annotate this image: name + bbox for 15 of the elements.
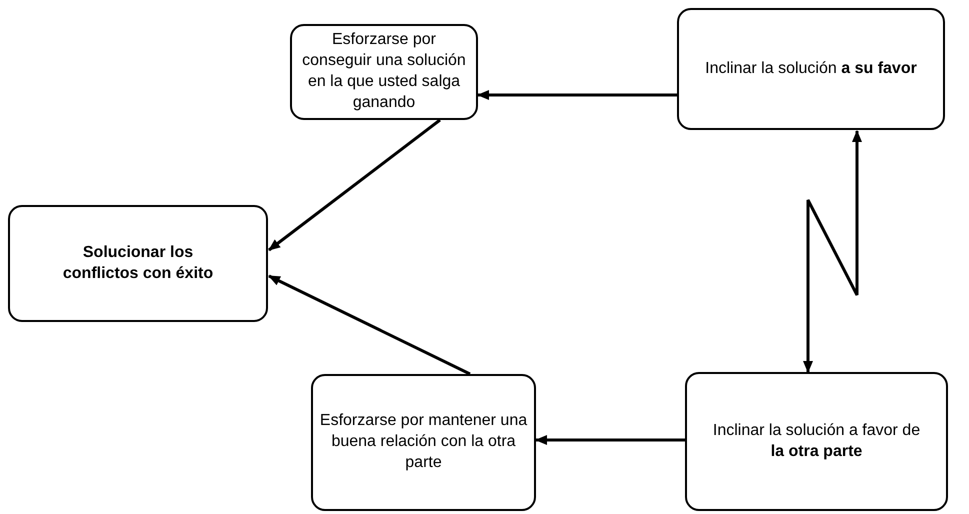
- rounded-box: [311, 374, 536, 511]
- rounded-box: [290, 24, 478, 120]
- arrow: [535, 435, 685, 445]
- arrow: [477, 90, 677, 100]
- box-text: Inclinar la solución a favor de la otra parte: [712, 420, 922, 462]
- arrow: [268, 274, 471, 376]
- rounded-box: [685, 372, 948, 511]
- arrow: [803, 130, 862, 373]
- rounded-box: [677, 8, 945, 130]
- box-text: Esforzarse por conseguir una solución en la que usted salga ganando: [301, 30, 467, 113]
- box-text: Esforzarse por mantener una buena relación con la otra parte: [318, 411, 528, 473]
- arrow: [268, 118, 441, 252]
- rounded-box: [8, 205, 268, 322]
- box-text: Solucionar los conflictos con éxito: [62, 242, 214, 284]
- box-text: Inclinar la solución a su favor: [704, 58, 918, 79]
